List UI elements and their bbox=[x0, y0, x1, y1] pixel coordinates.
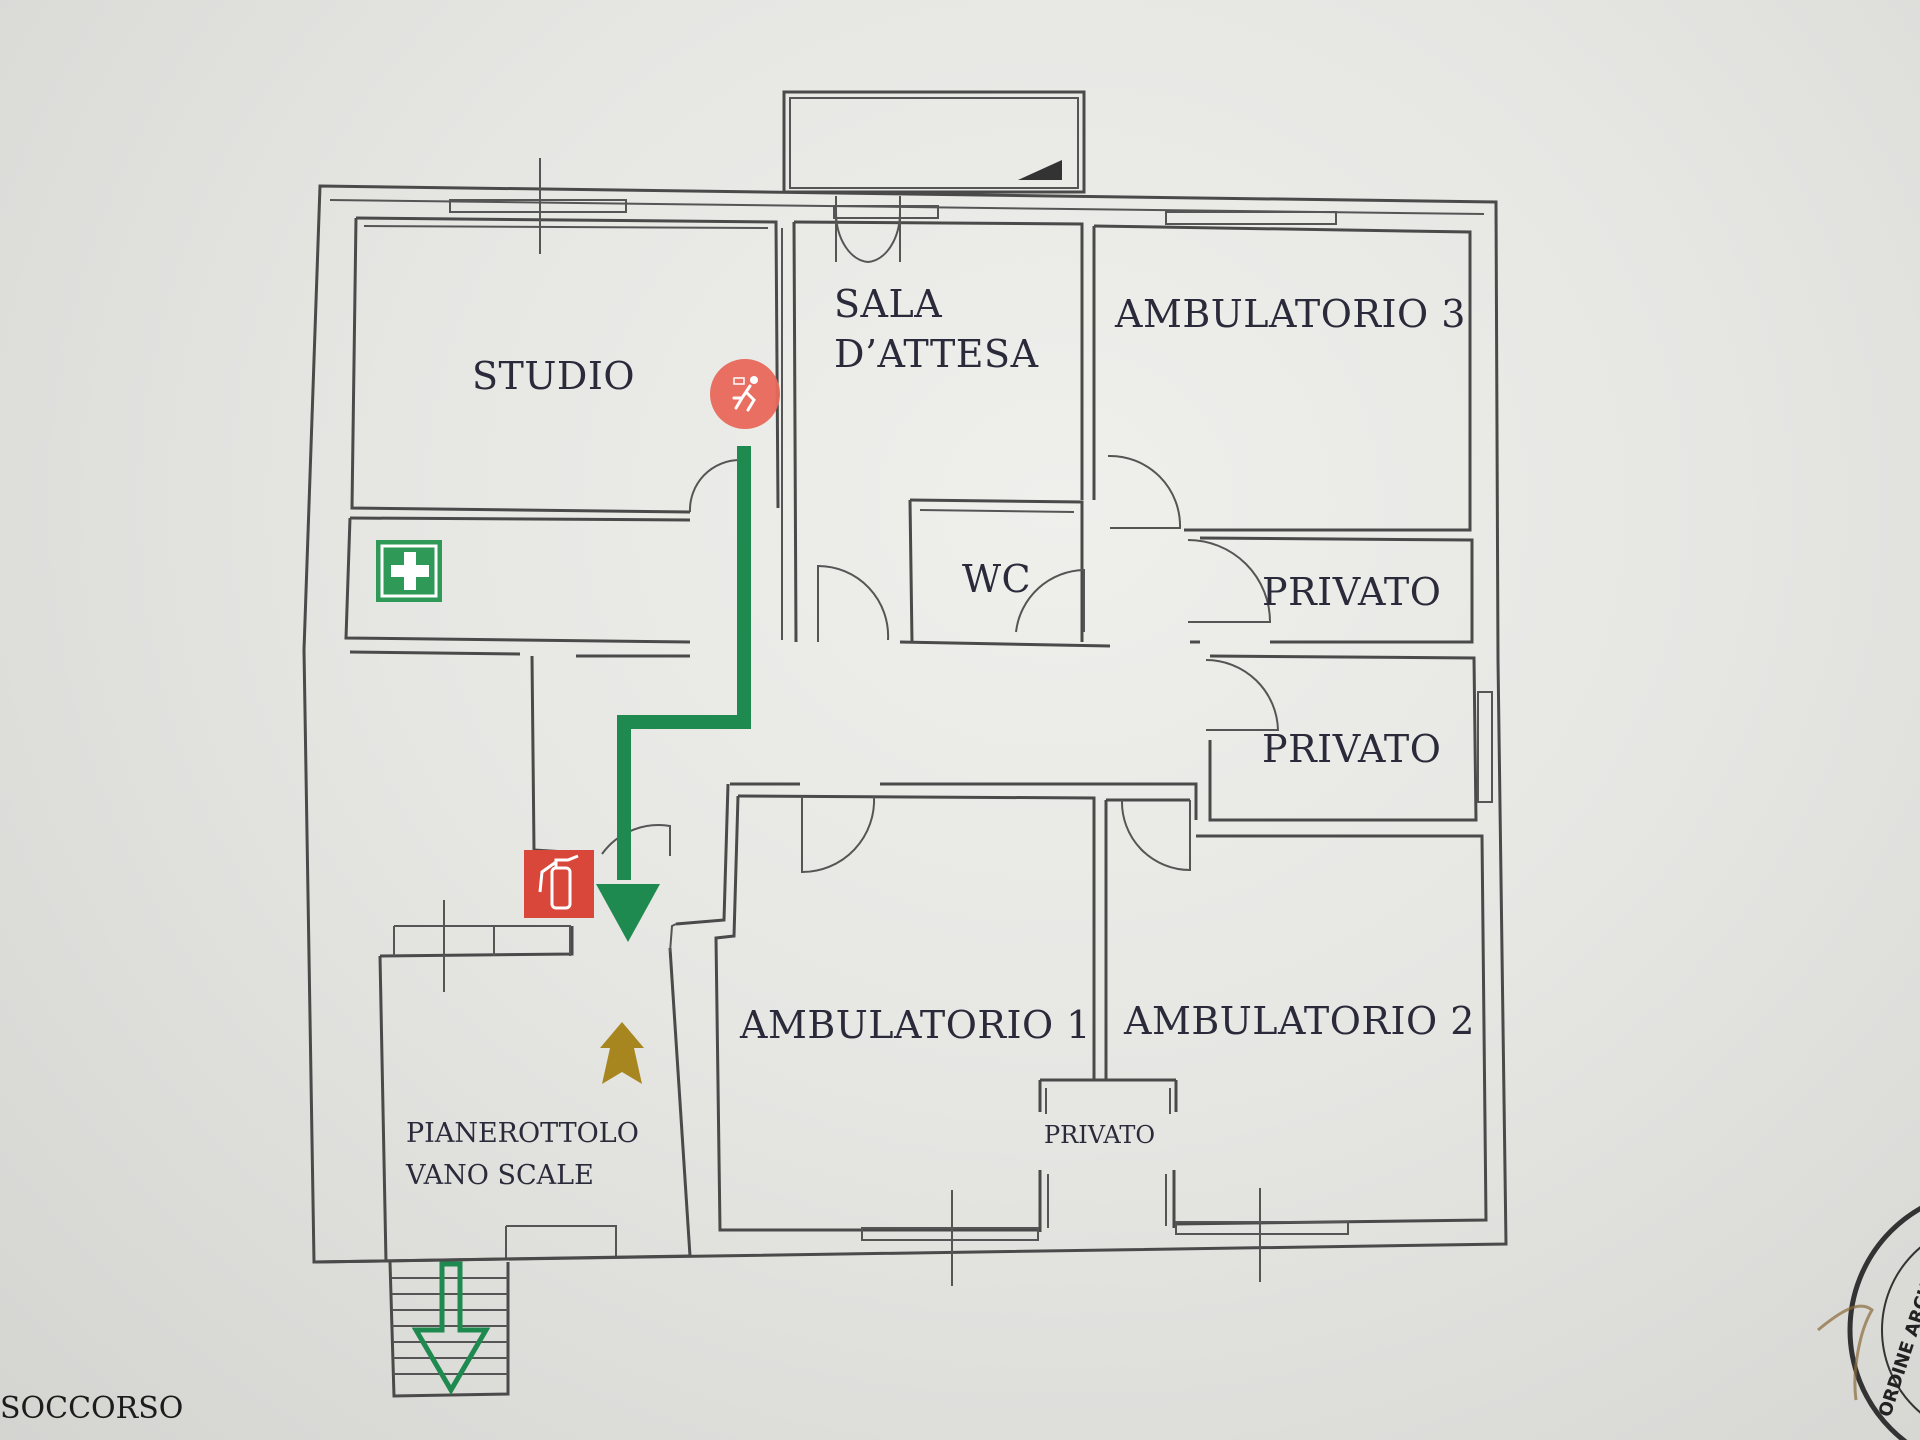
you-are-here-icon bbox=[710, 359, 780, 429]
label-privato-lower: PRIVATO bbox=[1262, 727, 1441, 771]
doors bbox=[601, 196, 1280, 874]
label-ambulatorio-1: AMBULATORIO 1 bbox=[739, 1003, 1091, 1047]
escape-route-arrowhead bbox=[596, 884, 660, 942]
label-pianerottolo-line2: VANO SCALE bbox=[405, 1160, 594, 1191]
room-privato-upper bbox=[1190, 536, 1474, 644]
legend-soccorso: SOCCORSO bbox=[0, 1391, 183, 1426]
label-ambulatorio-2: AMBULATORIO 2 bbox=[1123, 999, 1475, 1043]
label-privato-small: PRIVATO bbox=[1044, 1121, 1155, 1149]
label-privato-upper: PRIVATO bbox=[1262, 570, 1441, 614]
label-ambulatorio-3: AMBULATORIO 3 bbox=[1114, 292, 1466, 336]
room-pianerottolo bbox=[315, 923, 692, 1264]
label-pianerottolo-line1: PIANEROTTOLO bbox=[406, 1118, 639, 1149]
exit-arrow-icon bbox=[411, 1261, 491, 1395]
fire-extinguisher-icon bbox=[524, 850, 594, 918]
signature-mark bbox=[1817, 1304, 1874, 1401]
label-wc: WC bbox=[962, 557, 1031, 601]
label-studio: STUDIO bbox=[472, 354, 635, 398]
room-privato-lower bbox=[1208, 654, 1493, 822]
windows bbox=[443, 158, 1349, 1286]
room-first-aid bbox=[344, 516, 691, 644]
balcony-annex bbox=[782, 90, 1086, 194]
label-sala-line1: SALA bbox=[834, 282, 942, 326]
escape-route-arrow bbox=[617, 446, 751, 880]
corridor-walls bbox=[349, 650, 1198, 926]
stairs-up-arrow-icon bbox=[600, 1022, 644, 1084]
room-ambulatorio-3 bbox=[1092, 224, 1472, 532]
room-privato-small bbox=[1038, 1078, 1178, 1232]
room-sala-attesa bbox=[781, 220, 1084, 643]
room-wc bbox=[899, 498, 1111, 648]
first-aid-icon bbox=[376, 540, 442, 602]
room-ambulatorio-1 bbox=[714, 794, 1096, 1232]
label-sala-line2: D’ATTESA bbox=[834, 332, 1039, 376]
architect-stamp: ORDINE ARCHITETTI bbox=[1817, 1205, 1920, 1440]
external-stairs bbox=[388, 1261, 510, 1398]
small-stair-mark bbox=[1018, 160, 1062, 180]
room-studio bbox=[350, 216, 780, 514]
